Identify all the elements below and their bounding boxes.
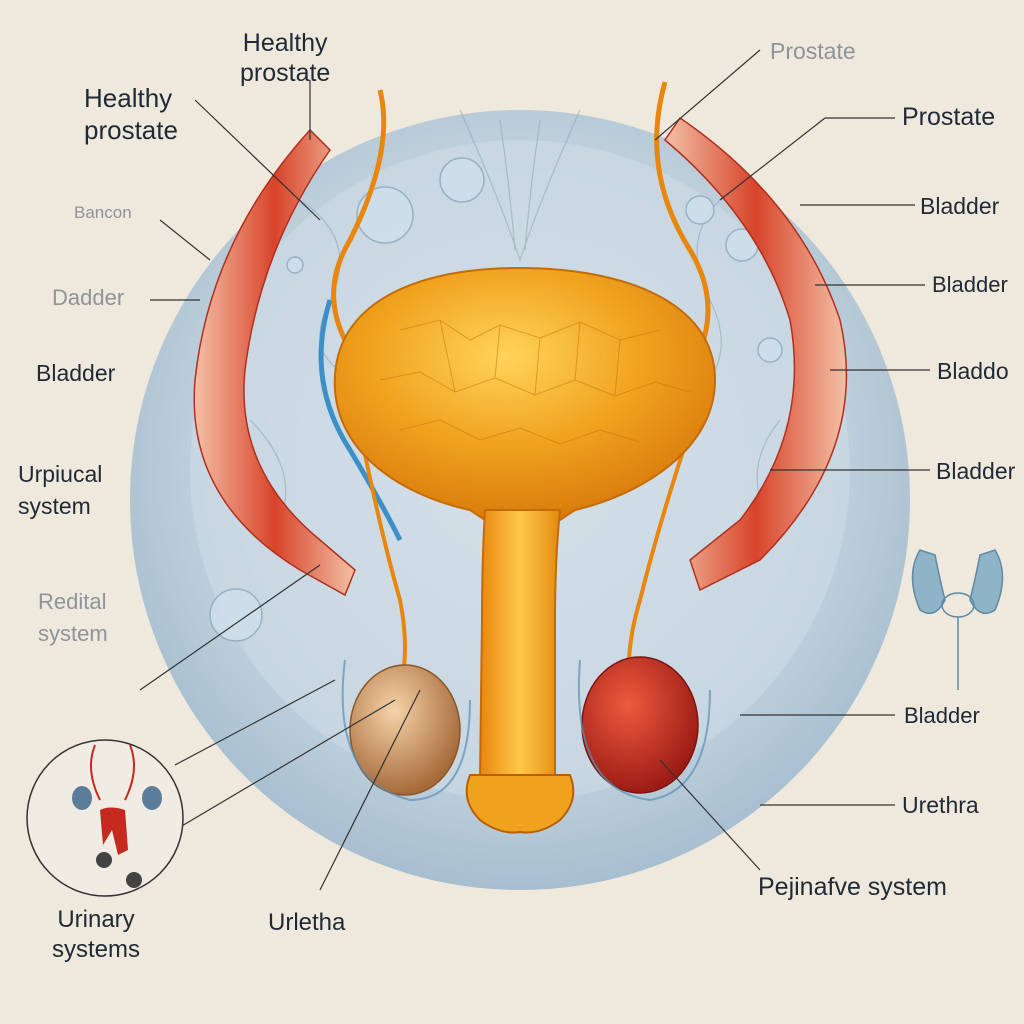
label-urethra-bottom: Urletha bbox=[268, 909, 346, 936]
left-testis bbox=[349, 664, 461, 796]
label-bladder-right-5: Bladder bbox=[904, 703, 980, 728]
label-bancon: Bancon bbox=[74, 203, 132, 222]
blue-vessel bbox=[318, 299, 403, 542]
label-prostate-right: Prostate bbox=[902, 103, 996, 131]
label-urinary-systems: Urinary systems bbox=[52, 906, 141, 963]
label-bladder-right-1: Bladder bbox=[920, 193, 1000, 219]
label-bladder-right-4: Bladder bbox=[936, 458, 1016, 484]
label-urpiucal-system: Urpiucal system bbox=[18, 461, 103, 519]
kidneys-bladder-icon bbox=[911, 549, 1004, 690]
left-muscle-wall bbox=[193, 128, 356, 597]
left-vas bbox=[358, 429, 407, 691]
left-ureter bbox=[331, 89, 387, 342]
label-healthy-prostate-left: Healthy prostate bbox=[84, 83, 178, 145]
right-ureter bbox=[654, 81, 711, 351]
label-reproductive-system: Pejinafve system bbox=[758, 873, 947, 901]
urethra-tip bbox=[465, 774, 575, 834]
right-muscle-wall bbox=[663, 116, 848, 592]
label-bladder-right-3: Bladdo bbox=[937, 358, 1009, 384]
label-bladder-right-2: Bladder bbox=[932, 272, 1008, 297]
urinary-system-thumbnail-icon bbox=[26, 739, 184, 897]
bladder-texture bbox=[379, 319, 691, 445]
label-urethra-right: Urethra bbox=[902, 792, 979, 818]
left-scrotal-outline bbox=[341, 659, 471, 802]
right-scrotal-outline bbox=[577, 659, 711, 802]
label-prostate-top-right: Prostate bbox=[770, 38, 856, 64]
leader-lines bbox=[139, 49, 930, 891]
label-healthy-prostate-top: Healthy prostate bbox=[240, 29, 331, 87]
label-dadder: Dadder bbox=[52, 285, 125, 310]
label-redital-system: Redital system bbox=[38, 589, 108, 646]
tissue-bubbles bbox=[209, 157, 783, 642]
urethra-shaft bbox=[478, 509, 562, 781]
label-bladder-left: Bladder bbox=[36, 360, 116, 386]
